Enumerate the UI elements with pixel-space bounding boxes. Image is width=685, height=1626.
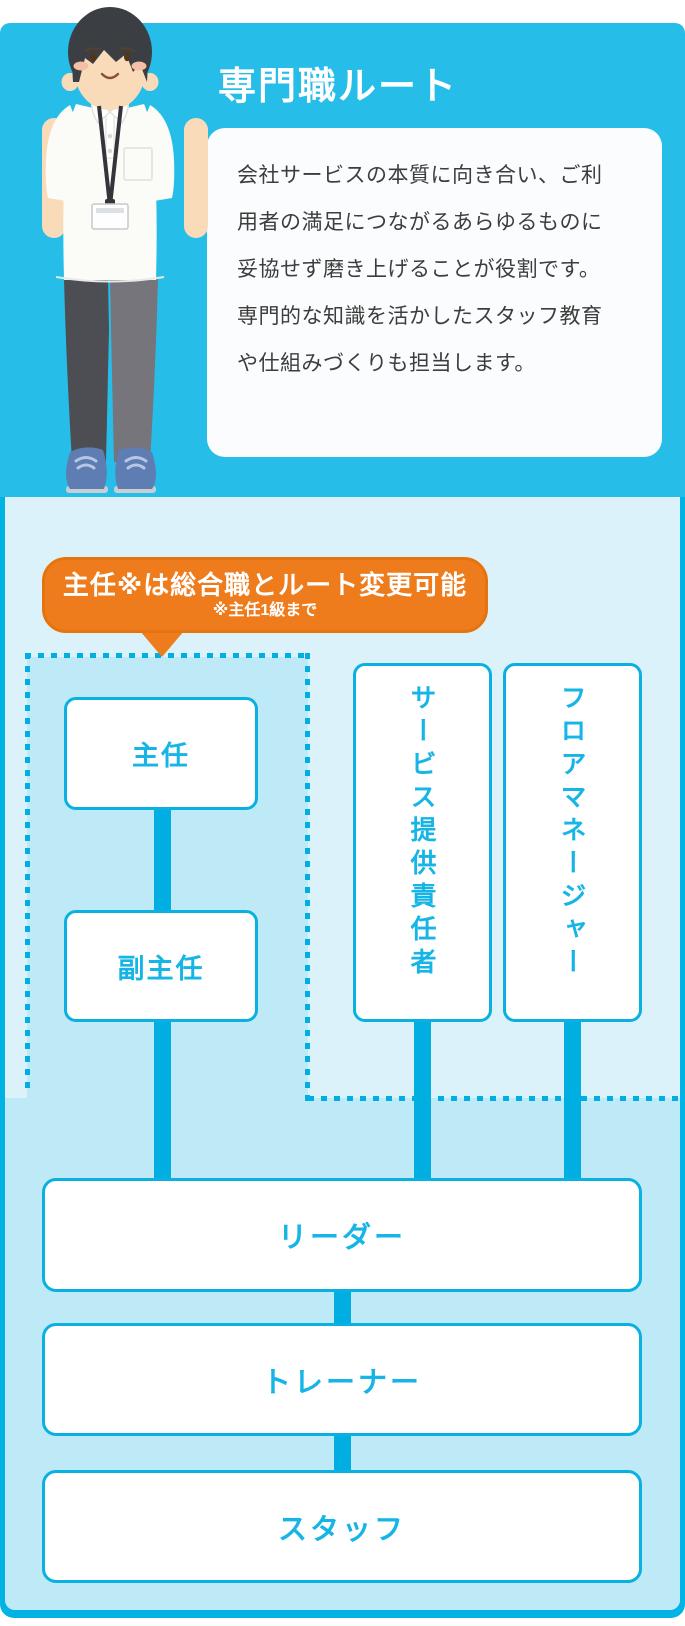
diagram-panel: 主任 副主任 サービス提供責任者 フロアマネージャー リーダー トレーナー スタ… xyxy=(5,497,680,1610)
node-trainer-label: トレーナー xyxy=(261,1366,422,1399)
node-chief-label: 主任 xyxy=(132,741,190,771)
node-leader-label: リーダー xyxy=(277,1222,406,1254)
description-text: 会社サービスの本質に向き合い、ご利用者の満足につながるあらゆるものに妥協せず磨き… xyxy=(237,164,603,375)
staff-member-illustration xyxy=(42,7,208,493)
chest-pocket xyxy=(123,147,153,181)
connector-leader-trainer xyxy=(334,1291,351,1325)
lanyard xyxy=(97,105,123,207)
id-card-badge xyxy=(91,203,129,230)
node-trainer: トレーナー xyxy=(42,1323,642,1436)
zone-dashed-border-top xyxy=(25,653,310,658)
node-service-manager-label: サービス提供責任者 xyxy=(407,684,437,981)
node-deputy-chief-label: 副主任 xyxy=(117,953,205,984)
node-service-manager: サービス提供責任者 xyxy=(353,663,492,1022)
node-floor-manager: フロアマネージャー xyxy=(503,663,642,1022)
connector-trainer-staff xyxy=(334,1435,351,1471)
fringe xyxy=(72,14,148,82)
shoe-left xyxy=(66,447,107,489)
page-title: 専門職ルート xyxy=(218,66,459,108)
route-change-callout-note: ※主任1級まで xyxy=(212,602,318,619)
zone-dashed-border-left xyxy=(25,653,30,1095)
connector-chief-deputy xyxy=(154,810,171,912)
route-change-callout-text: 主任※は総合職とルート変更可能 xyxy=(62,570,468,600)
connector-deputy-leader xyxy=(154,1021,171,1179)
node-staff: スタッフ xyxy=(42,1470,642,1583)
zone-dashed-border-right xyxy=(305,653,310,1101)
route-change-callout: 主任※は総合職とルート変更可能 ※主任1級まで xyxy=(42,557,488,633)
zone-dashed-border-band xyxy=(308,1096,680,1101)
node-leader: リーダー xyxy=(42,1178,642,1292)
shoe-right xyxy=(115,447,156,489)
description-card: 会社サービスの本質に向き合い、ご利用者の満足につながるあらゆるものに妥協せず磨き… xyxy=(207,128,662,457)
node-deputy-chief: 副主任 xyxy=(64,910,258,1022)
diagram-section: 主任 副主任 サービス提供責任者 フロアマネージャー リーダー トレーナー スタ… xyxy=(0,497,685,1618)
node-floor-manager-label: フロアマネージャー xyxy=(557,684,587,981)
pants-right-leg xyxy=(110,278,158,462)
node-staff-label: スタッフ xyxy=(277,1513,406,1546)
connector-service-leader xyxy=(414,1021,431,1179)
pants-left-leg xyxy=(64,278,109,462)
connector-floor-leader xyxy=(564,1021,581,1179)
node-chief: 主任 xyxy=(64,697,258,810)
